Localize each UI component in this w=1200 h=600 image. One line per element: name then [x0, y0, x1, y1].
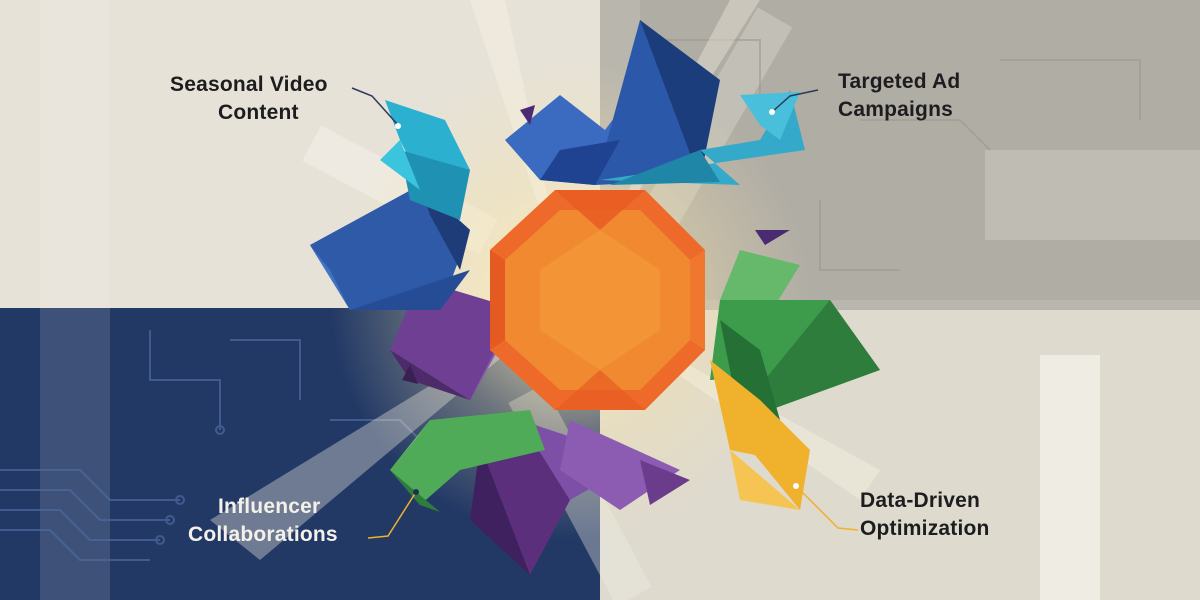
branch-label-line: Campaigns [838, 98, 953, 121]
branch-label-line: Data-Driven [860, 489, 981, 512]
branch-label-targeted-ad-campaigns: Targeted Ad Campaigns [838, 68, 960, 124]
branch-label-line: Optimization [860, 517, 990, 540]
arrow-cluster-yellow [710, 360, 810, 510]
branch-label-line: Collaborations [188, 523, 338, 546]
branch-label-influencer-collaborations: Influencer Collaborations [188, 493, 338, 549]
leader-line-influencer [367, 491, 417, 539]
arrow-cluster-green-right [710, 230, 880, 420]
leader-dots [395, 109, 799, 495]
leader-dot-seasonal [395, 123, 401, 129]
leader-dot-targeted [769, 109, 775, 115]
leader-dot-influencer [413, 489, 419, 495]
arrow-cluster-blue-top [505, 20, 720, 185]
branch-label-line: Seasonal Video [170, 73, 328, 96]
leader-dot-data [793, 483, 799, 489]
arrow-cluster-teal-left [380, 100, 470, 220]
leader-lines [351, 87, 859, 539]
branch-label-line: Content [218, 101, 299, 124]
leader-line-seasonal [351, 87, 399, 126]
arrow-cluster-teal-top [600, 90, 805, 185]
central-hub [490, 190, 705, 410]
circuit-traces-light [640, 39, 1141, 271]
branch-label-line: Influencer [218, 495, 321, 518]
branch-label-line: Targeted Ad [838, 70, 961, 93]
leader-line-targeted [771, 89, 819, 113]
branch-label-data-driven-optimization: Data-Driven Optimization [860, 487, 990, 543]
branch-label-seasonal-video-content: Seasonal Video Content [170, 71, 328, 127]
leader-line-data [795, 485, 859, 531]
